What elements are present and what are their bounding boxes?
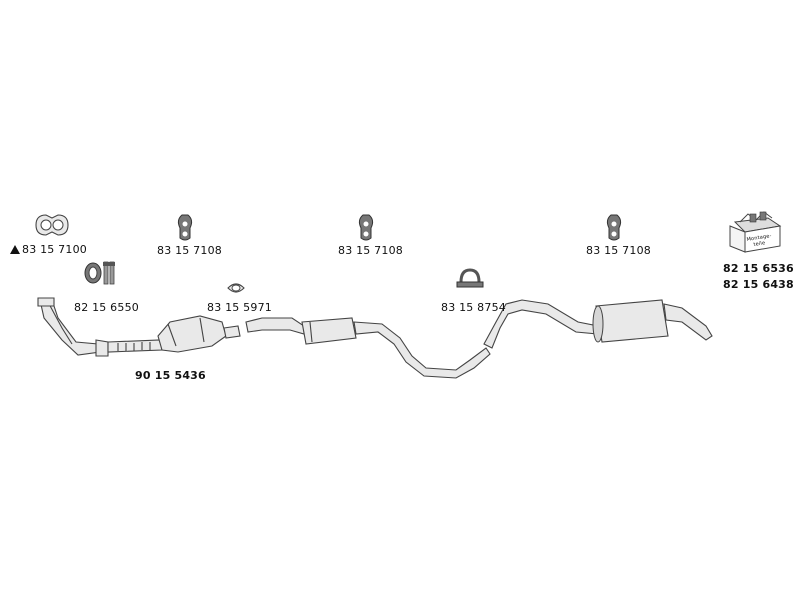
- front-downpipe: [37, 297, 109, 357]
- part-number-label: 82 15 6550: [74, 301, 139, 314]
- part-number-label: 83 15 7108: [338, 244, 403, 257]
- part-number-label: 83 15 7100: [10, 243, 87, 256]
- part-number-label: 82 15 6438: [723, 278, 794, 291]
- catalytic-converter: [107, 315, 241, 353]
- part-number-label: 83 15 5971: [207, 301, 272, 314]
- u-clamp-icon: [456, 268, 484, 288]
- rubber-hanger-icon: [177, 214, 193, 241]
- gasket-icon: [35, 214, 69, 236]
- part-number-label: 83 15 8754: [441, 301, 506, 314]
- clamp-ring-icon: [84, 261, 115, 285]
- part-number-label: 82 15 6536: [723, 262, 794, 275]
- part-number-label: 90 15 5436: [135, 369, 206, 382]
- flange-gasket-icon: [227, 283, 245, 293]
- part-number-label: 83 15 7108: [586, 244, 651, 257]
- rubber-hanger-icon: [358, 214, 374, 241]
- rubber-hanger-icon: [606, 214, 622, 241]
- mounting-kit-box-icon: [729, 211, 782, 253]
- rear-silencer: [483, 299, 713, 349]
- middle-silencer-pipe: [245, 317, 491, 379]
- part-number-label: 83 15 7108: [157, 244, 222, 257]
- triangle-marker-icon: [10, 245, 20, 254]
